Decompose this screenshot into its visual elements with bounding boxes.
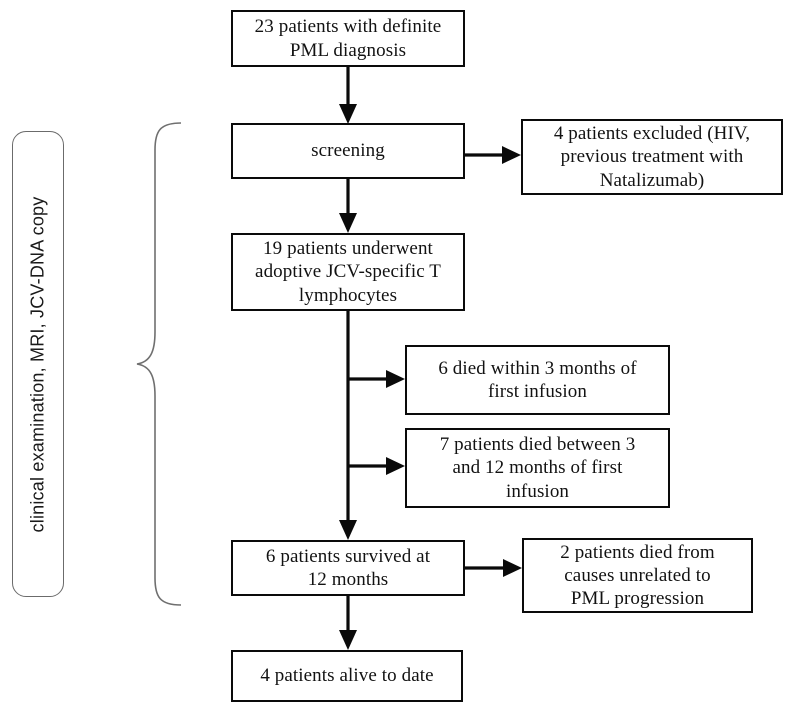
arrow-head-n5 bbox=[386, 370, 405, 388]
arrow-head-n1-n2 bbox=[339, 104, 357, 124]
node-definite-pml-diagnosis[interactable]: 23 patients with definite PML diagnosis bbox=[231, 10, 465, 67]
node-died-between-3-and-12-months[interactable]: 7 patients died between 3 and 12 months … bbox=[405, 428, 670, 508]
monitoring-brace bbox=[136, 122, 182, 606]
side-panel-monitoring: clinical examination, MRI, JCV-DNA copy bbox=[12, 131, 64, 597]
node-alive-to-date[interactable]: 4 patients alive to date bbox=[231, 650, 463, 702]
arrow-head-n8 bbox=[503, 559, 522, 577]
node-patients-excluded[interactable]: 4 patients excluded (HIV, previous treat… bbox=[521, 119, 783, 195]
arrow-head-n2-n3 bbox=[502, 146, 521, 164]
arrow-head-trunk-n7 bbox=[339, 520, 357, 540]
node-died-within-3-months[interactable]: 6 died within 3 months of first infusion bbox=[405, 345, 670, 415]
node-underwent-adoptive-t-lymphocytes[interactable]: 19 patients underwent adoptive JCV-speci… bbox=[231, 233, 465, 311]
node-died-unrelated-causes[interactable]: 2 patients died from causes unrelated to… bbox=[522, 538, 753, 613]
node-screening[interactable]: screening bbox=[231, 123, 465, 179]
arrow-head-n9 bbox=[339, 630, 357, 650]
node-survived-at-12-months[interactable]: 6 patients survived at 12 months bbox=[231, 540, 465, 596]
arrow-head-n6 bbox=[386, 457, 405, 475]
side-panel-label: clinical examination, MRI, JCV-DNA copy bbox=[27, 196, 48, 532]
arrow-head-n2-n4 bbox=[339, 213, 357, 233]
